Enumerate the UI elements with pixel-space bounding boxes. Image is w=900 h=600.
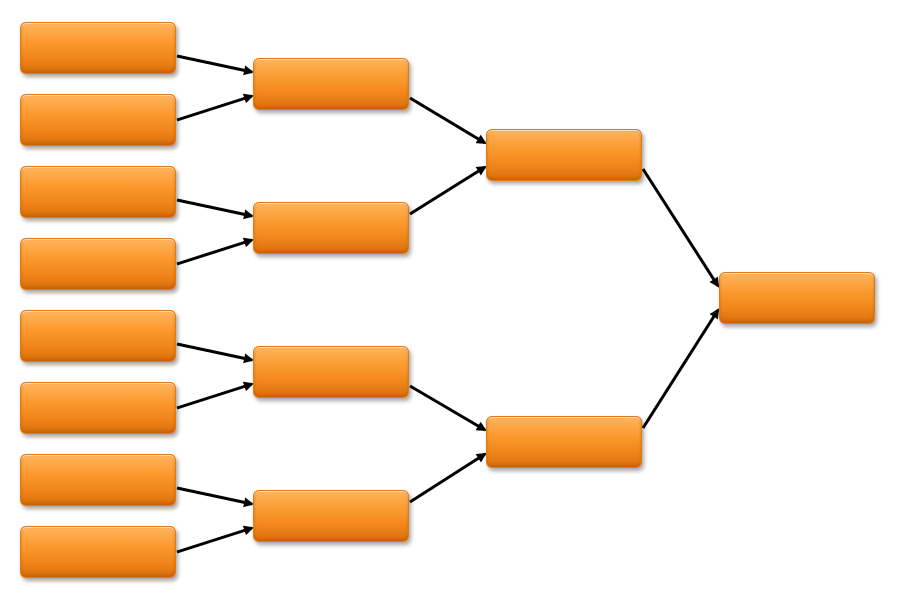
- connector-arrow-r1-3: [176, 198, 254, 220]
- bracket-box-r2-1: [253, 58, 409, 110]
- connector-arrow-r1-6: [176, 381, 254, 410]
- connector-arrow-r3-1: [641, 168, 720, 288]
- connector-arrow-r1-2: [176, 93, 254, 122]
- connector-arrow-r1-7: [176, 486, 254, 508]
- connector-arrow-r1-4: [176, 237, 254, 266]
- bracket-box-r2-2: [253, 202, 409, 254]
- bracket-box-r1-1: [20, 22, 176, 74]
- bracket-box-r1-5: [20, 310, 176, 362]
- connector-arrow-r2-1: [409, 96, 487, 145]
- bracket-box-r3-2: [486, 416, 642, 468]
- bracket-box-r1-8: [20, 526, 176, 578]
- connector-arrow-r2-3: [409, 384, 487, 432]
- connector-arrow-r2-2: [409, 165, 487, 216]
- connector-arrow-r3-2: [641, 308, 720, 429]
- bracket-box-r1-4: [20, 238, 176, 290]
- bracket-box-r4-1: [719, 272, 875, 324]
- bracket-box-r1-3: [20, 166, 176, 218]
- bracket-box-r1-2: [20, 94, 176, 146]
- connector-arrow-r1-1: [176, 54, 254, 76]
- connector-arrow-r2-4: [409, 452, 487, 504]
- connector-arrow-r1-5: [176, 342, 254, 364]
- bracket-box-r2-4: [253, 490, 409, 542]
- bracket-box-r1-7: [20, 454, 176, 506]
- connector-arrow-r1-8: [176, 525, 254, 554]
- bracket-box-r1-6: [20, 382, 176, 434]
- bracket-box-r2-3: [253, 346, 409, 398]
- bracket-box-r3-1: [486, 129, 642, 181]
